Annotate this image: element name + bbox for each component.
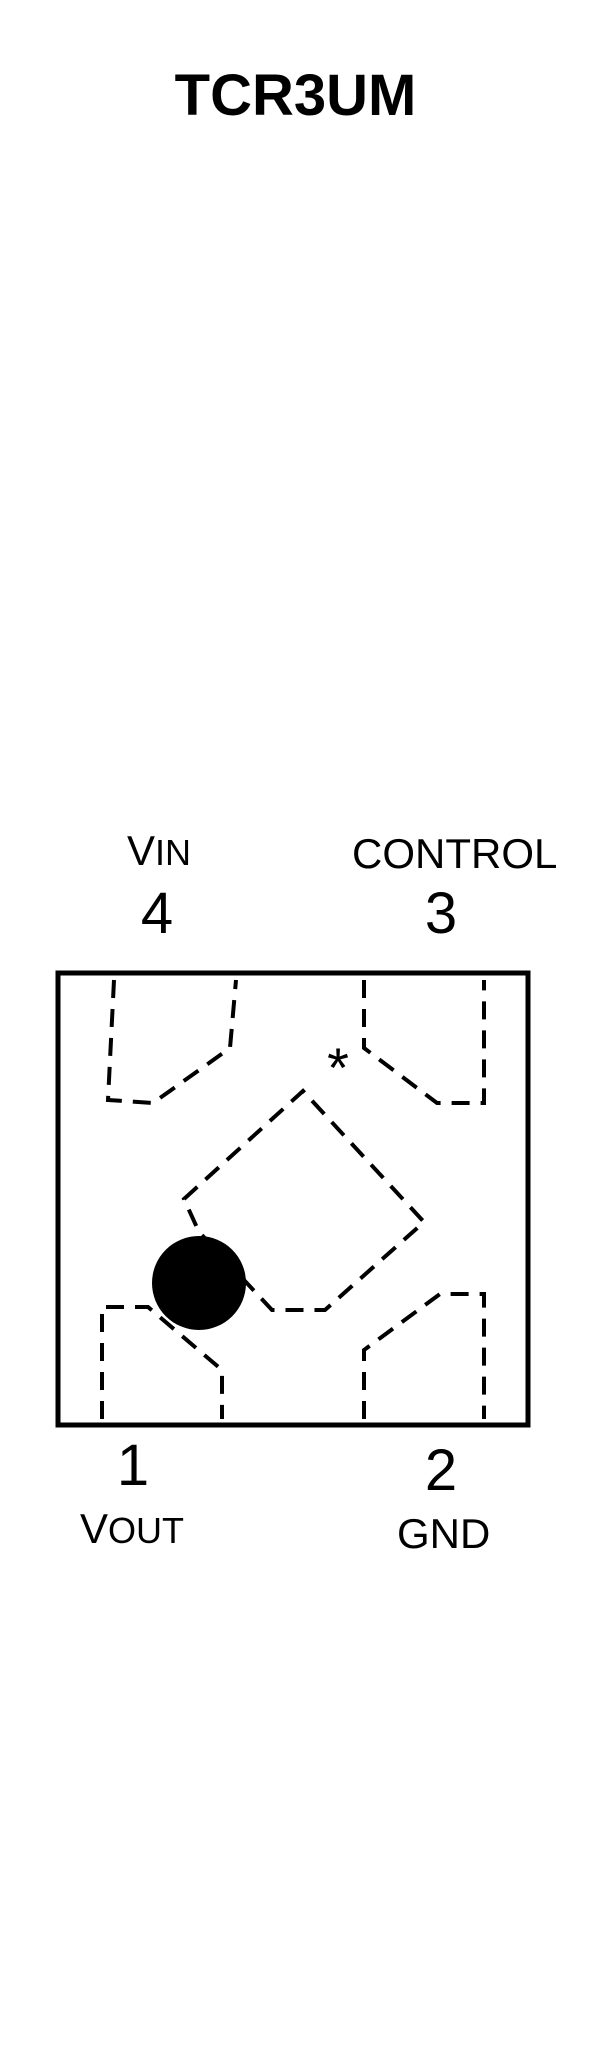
pin4-number: 4 [140,881,174,946]
pin4-name-rest: IN [155,832,192,873]
package-title: TCR3UM [174,63,417,128]
pin3-pad-outline [362,980,486,1105]
pin1-pad-outline [100,1305,224,1419]
pin2-pad-outline [362,1292,486,1419]
pin2-number: 2 [424,1438,458,1503]
pin1-name-first: V [80,1505,109,1552]
asterisk-marker: * [327,1036,349,1099]
pin3-number: 3 [424,881,458,946]
pin4-name-label: VIN [127,827,191,875]
package-body [55,970,531,1428]
pin1-name-rest: OUT [108,1510,185,1551]
pin2-name-label: GND [397,1510,491,1557]
pin3-name-label: CONTROL [352,830,558,877]
pin4-name-first: V [127,827,156,874]
pin1-number: 1 [116,1433,150,1498]
pin4-pad-outline [105,979,238,1106]
die-outline [181,1088,427,1312]
pin1-indicator-dot [152,1236,246,1330]
pin1-name-label: VOUT [80,1505,184,1553]
